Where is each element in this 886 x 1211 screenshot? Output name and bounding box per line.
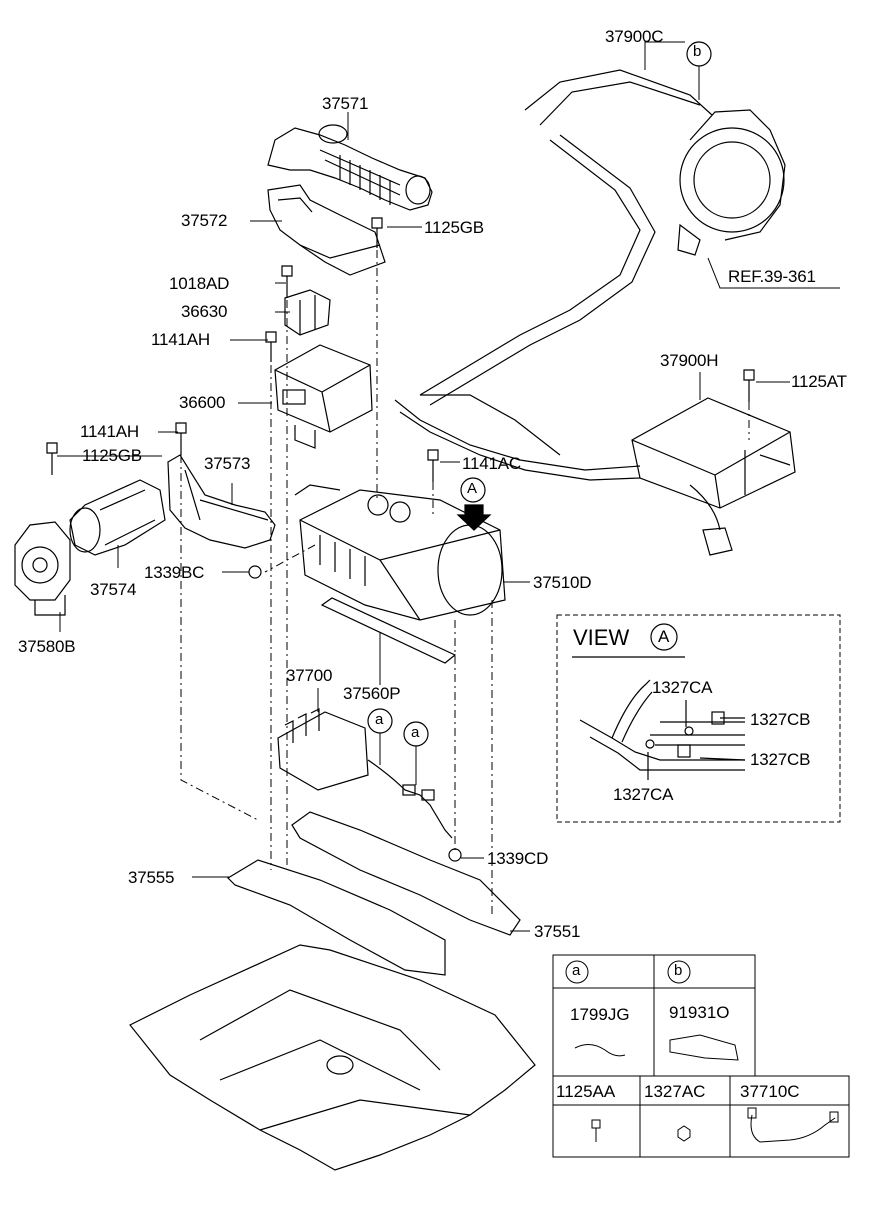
bolt-icon: [591, 1119, 601, 1142]
label-1125GB-left: 1125GB: [82, 446, 142, 465]
label-37555: 37555: [128, 868, 175, 887]
nut-1339CD: [448, 848, 462, 862]
label-37580B: 37580B: [18, 637, 76, 656]
air-duct-37571: [267, 124, 433, 211]
nut-1339BC: [248, 565, 262, 579]
legend-1327AC: 1327AC: [644, 1082, 706, 1101]
floor-pan: [129, 944, 536, 1171]
callout-A: A: [467, 480, 477, 497]
label-1125GB-top: 1125GB: [424, 218, 484, 237]
member-37551: [291, 811, 521, 936]
label-1141AH-left: 1141AH: [80, 422, 139, 441]
label-1327CB-bottom: 1327CB: [750, 750, 811, 769]
label-37900C: 37900C: [605, 27, 664, 46]
label-37572: 37572: [181, 211, 228, 230]
leader-lines: [57, 41, 840, 932]
label-1018AD: 1018AD: [169, 274, 230, 293]
label-1327CA-bottom: 1327CA: [613, 785, 674, 804]
nut-icon: [677, 1125, 691, 1142]
label-37574: 37574: [90, 580, 137, 599]
label-37510D: 37510D: [533, 573, 592, 592]
label-37700: 37700: [286, 666, 333, 685]
label-37571: 37571: [322, 94, 369, 113]
label-36600: 36600: [179, 393, 226, 412]
member-37555: [227, 859, 446, 976]
callout-A-circle: [460, 477, 486, 503]
label-ref-39-361: REF.39-361: [728, 267, 816, 286]
legend-1799JG: 1799JG: [570, 1005, 630, 1024]
motor-housing: [677, 109, 786, 256]
bolt-1018AD: [281, 265, 293, 298]
wire-icon: [750, 1114, 836, 1143]
callout-a1: a: [375, 711, 384, 728]
legend-1125AA: 1125AA: [556, 1082, 616, 1101]
clip-icon: [574, 1044, 626, 1057]
duct-37574: [69, 479, 166, 556]
bolt-1125AT: [743, 369, 755, 402]
bolt-1141AH-top: [265, 331, 277, 362]
label-1327CA-top: 1327CA: [652, 678, 713, 697]
legend-37710C: 37710C: [740, 1082, 800, 1101]
bolt-1125GB-left: [46, 442, 58, 475]
label-37573: 37573: [204, 454, 251, 473]
label-1339BC: 1339BC: [144, 563, 205, 582]
label-1125AT: 1125AT: [791, 372, 847, 391]
label-37560P: 37560P: [343, 684, 401, 703]
legend-head-b: b: [674, 962, 683, 979]
label-37551: 37551: [534, 922, 581, 941]
controller-37700: [277, 708, 453, 839]
cable-37900C: [394, 69, 713, 481]
fan-37580B: [14, 521, 71, 616]
junction-box-37900H: [631, 397, 796, 556]
bracket-icon: [669, 1034, 739, 1061]
label-1141AC: 1141AC: [462, 454, 521, 473]
bolt-1141AH-left: [175, 422, 187, 455]
view-a-box: [556, 614, 841, 823]
label-1141AH-top: 1141AH: [151, 330, 210, 349]
legend-table: [552, 954, 850, 1158]
bolt-1125GB-top: [371, 217, 383, 248]
pad-37560P: [320, 597, 457, 664]
assembly-lines: [180, 250, 750, 915]
legend-head-a: a: [572, 962, 581, 979]
duct-37572: [267, 184, 386, 276]
duct-37573: [167, 454, 276, 549]
bolt-1141AC: [427, 449, 439, 482]
module-36600: [274, 344, 373, 449]
callout-b: b: [693, 43, 702, 60]
bracket-36630: [284, 289, 331, 336]
label-1339CD: 1339CD: [487, 849, 549, 868]
callout-a2: a: [411, 724, 420, 741]
view-a-drawing: [572, 623, 746, 780]
view-arrow-icon: [456, 504, 492, 531]
view-a-title: VIEW: [573, 625, 630, 650]
view-a-marker: A: [658, 627, 670, 646]
legend-91931O: 91931O: [669, 1003, 730, 1022]
label-36630: 36630: [181, 302, 228, 321]
label-1327CB-top: 1327CB: [750, 710, 811, 729]
label-37900H: 37900H: [660, 351, 719, 370]
battery-pack-37510D: [294, 484, 506, 621]
